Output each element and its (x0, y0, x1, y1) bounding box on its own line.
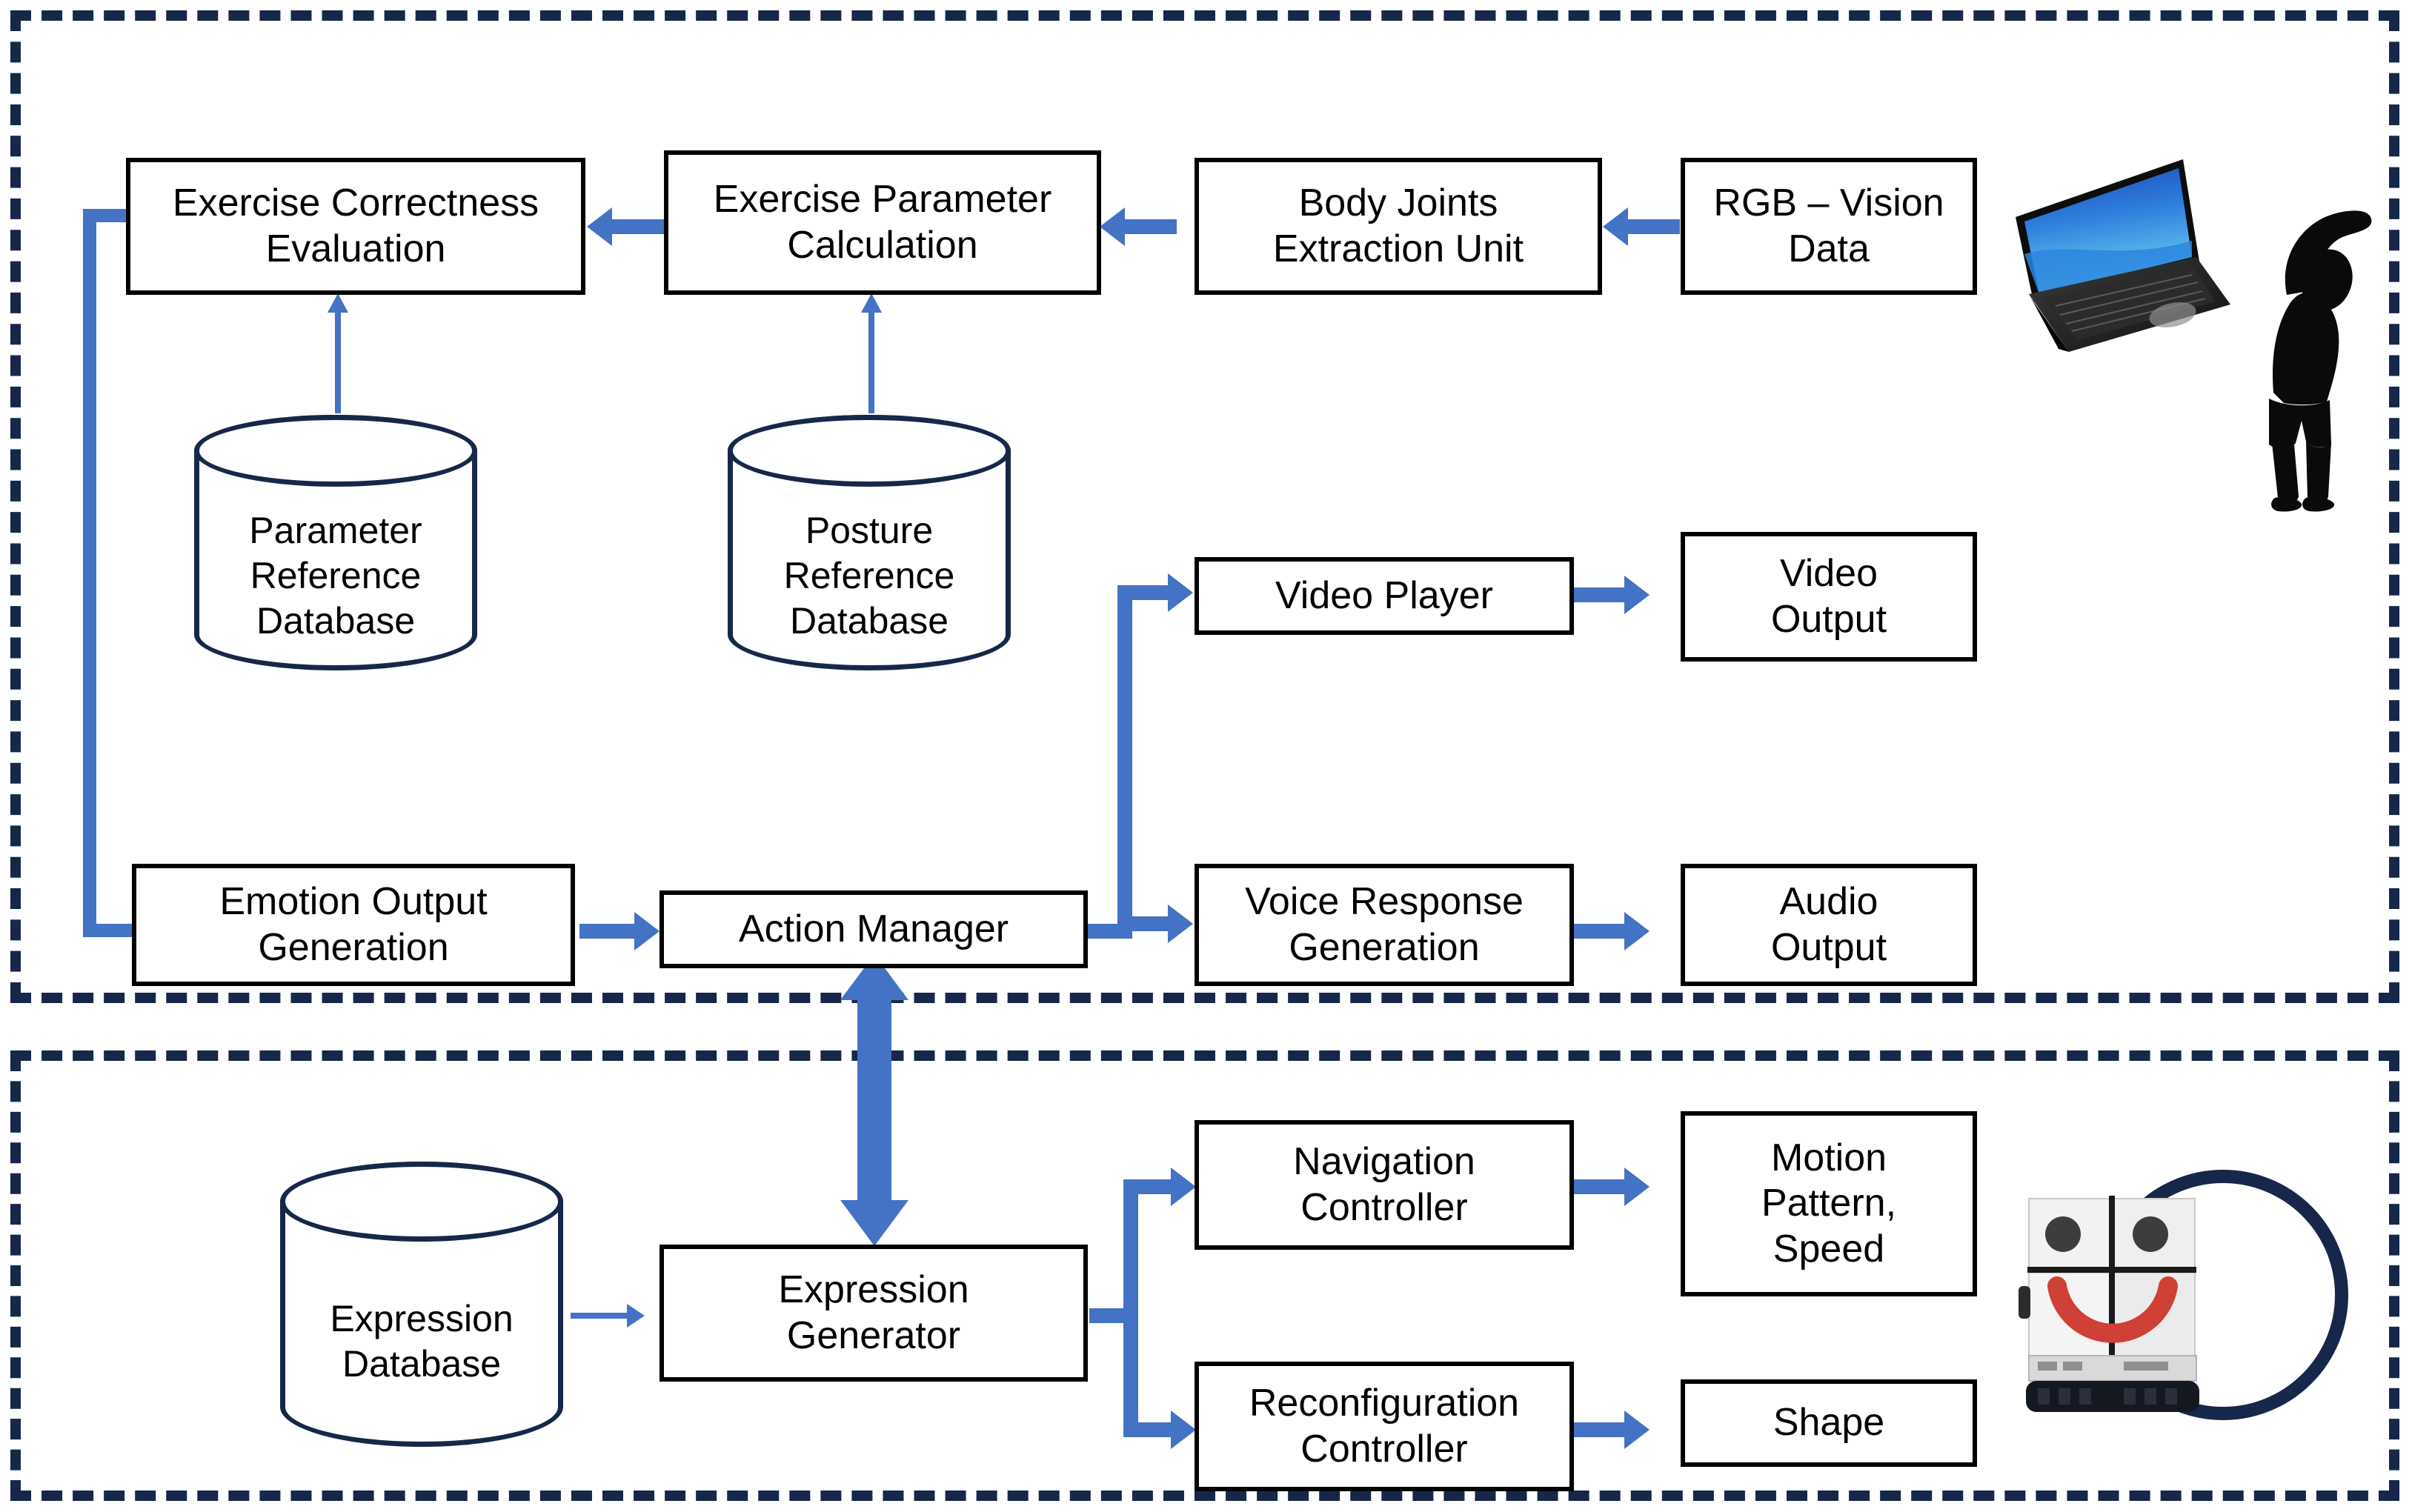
cylinder-top (728, 415, 1011, 487)
box-action-manager[interactable]: Action Manager (660, 890, 1088, 968)
upper-subsystem-group (10, 10, 2399, 1003)
box-exercise-correctness-evaluation[interactable]: Exercise Correctness Evaluation (126, 158, 585, 295)
box-exercise-parameter-calculation[interactable]: Exercise Parameter Calculation (664, 150, 1101, 295)
database-label: Parameter Reference Database (249, 509, 422, 642)
cylinder-top (194, 415, 477, 487)
database-parameter-reference[interactable]: Parameter Reference Database (194, 415, 477, 670)
modular-robot-photo (1986, 1133, 2401, 1445)
box-reconfiguration-controller[interactable]: Reconfiguration Controller (1195, 1362, 1574, 1491)
database-label: Posture Reference Database (783, 509, 955, 642)
cylinder-top (280, 1162, 563, 1242)
box-emotion-output-generation[interactable]: Emotion Output Generation (132, 864, 575, 986)
box-rgb-vision-data[interactable]: RGB – Vision Data (1681, 158, 1977, 295)
laptop-icon (2001, 130, 2238, 359)
box-motion-pattern-speed[interactable]: Motion Pattern, Speed (1681, 1111, 1977, 1296)
box-navigation-controller[interactable]: Navigation Controller (1195, 1120, 1574, 1250)
box-shape[interactable]: Shape (1681, 1379, 1977, 1467)
box-video-player[interactable]: Video Player (1195, 557, 1574, 635)
lower-subsystem-group (10, 1050, 2399, 1501)
database-label: Expression Database (330, 1297, 514, 1385)
box-body-joints-extraction-unit[interactable]: Body Joints Extraction Unit (1195, 158, 1602, 295)
box-video-output[interactable]: Video Output (1681, 532, 1977, 662)
database-expression[interactable]: Expression Database (280, 1162, 563, 1447)
box-audio-output[interactable]: Audio Output (1681, 864, 1977, 986)
box-expression-generator[interactable]: Expression Generator (660, 1245, 1088, 1382)
person-exercising-silhouette (2216, 170, 2401, 519)
box-voice-response-generation[interactable]: Voice Response Generation (1195, 864, 1574, 986)
database-posture-reference[interactable]: Posture Reference Database (728, 415, 1011, 670)
